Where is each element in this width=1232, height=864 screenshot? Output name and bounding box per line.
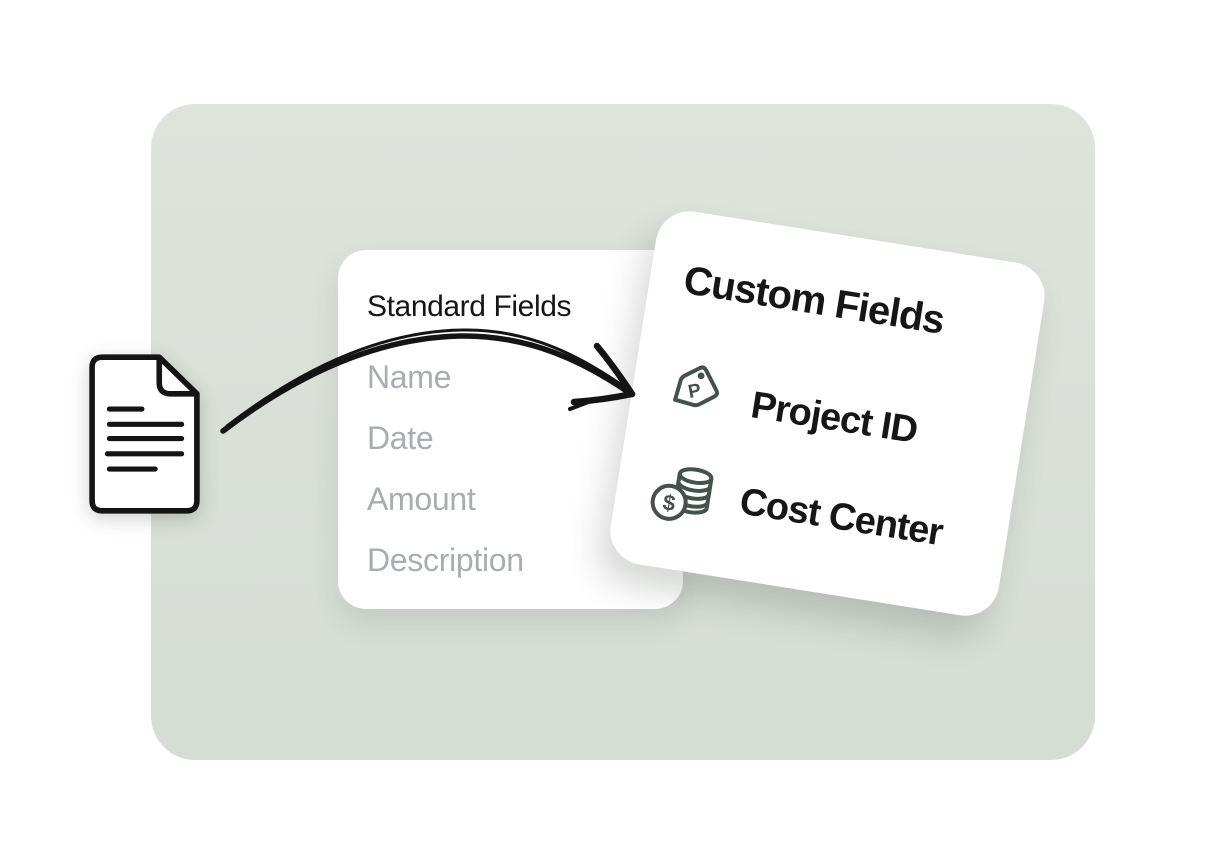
standard-field-name: Name [367, 359, 452, 395]
standard-field-amount: Amount [367, 481, 476, 517]
tag-icon: P [673, 365, 719, 408]
tag-letter: P [686, 380, 703, 403]
custom-field-project-id: Project ID [748, 384, 921, 452]
standard-fields-list: Name Date Amount Description [367, 358, 524, 579]
standard-field-date: Date [367, 420, 434, 456]
dollar-coin [650, 483, 688, 521]
custom-fields-card: Custom Fields P Project ID $ C [605, 206, 1050, 621]
standard-fields-title: Standard Fields [367, 290, 572, 323]
custom-field-cost-center: Cost Center [736, 480, 946, 555]
coins-icon: $ [650, 467, 714, 521]
dollar-symbol: $ [661, 490, 677, 517]
standard-field-description: Description [367, 542, 524, 578]
tag-hole-dot [697, 372, 705, 380]
document-icon [89, 354, 200, 514]
custom-fields-title: Custom Fields [680, 258, 947, 343]
